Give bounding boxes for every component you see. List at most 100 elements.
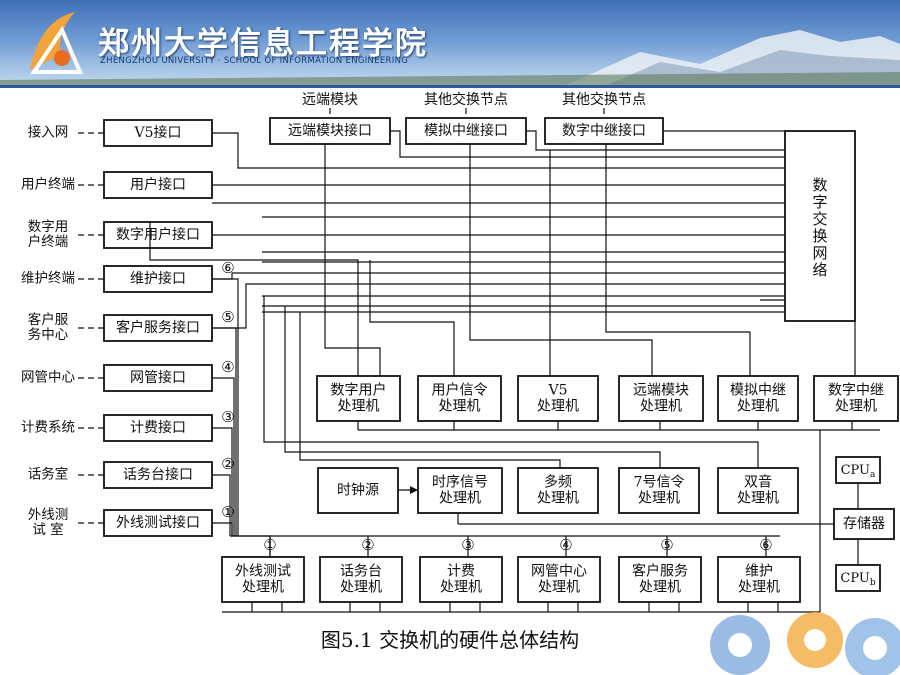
interface-marker: ② [221,455,234,473]
left-endpoint-label: 网管中心 [21,370,75,386]
header-title: 郑州大学信息工程学院 [98,26,428,62]
left-interface-box: 数字用户接口 [103,221,213,249]
interface-marker: ③ [221,408,234,426]
interface-to-processor-wire [212,278,239,536]
clock-source-box-border [317,467,399,514]
left-endpoint-label: 外线测 [28,507,69,523]
processor-row1-box-label: 用户信令 [432,382,488,399]
interface-marker: ⑥ [221,259,234,277]
processor-row1-box-label: 处理机 [537,399,579,415]
processor-row1-box-label: V5 [547,383,567,399]
interface-marker: ④ [221,358,234,376]
processor-row2-box-label: 7号信令 [634,475,685,491]
processor-row3-box-label: 外线测试 [235,564,291,580]
top-interface-box-label: 远端模块接口 [288,122,372,139]
maintenance-to-network-wire [212,272,785,280]
interface-to-processor-wire [212,377,235,536]
clock-source-box: 时钟源 [317,467,399,514]
left-endpoint-label: 话务室 [28,466,69,483]
processor-row1-box-label: 处理机 [439,399,481,415]
switch-network-char: 字 [812,193,827,211]
cpu-b-box: CPUb [835,564,881,592]
processor-row1-box-border [316,375,401,422]
left-interface-box-border [103,364,213,392]
processor-row1-box-label: 处理机 [640,399,682,415]
processor-row2-box-border [417,467,503,514]
processor-row3-box-label: 处理机 [440,580,482,596]
left-interface-box: 用户接口 [103,171,213,199]
processor-row3-box-label: 话务台 [340,564,382,580]
processor-row1-box-label: 数字中继 [828,383,884,399]
processor-row2-box-label: 处理机 [439,491,481,507]
figure-caption: 图5.1 交换机的硬件总体结构 [320,628,580,652]
top-interface-box: 模拟中继接口 [405,117,527,145]
processor-row1-box-label: 处理机 [737,399,779,415]
processor-row2-box-label: 处理机 [638,491,680,507]
processor-row1-box-label: 模拟中继 [730,383,786,399]
processor-row3-box-label: 处理机 [639,580,681,596]
remote-module-interface-wire [324,144,381,376]
gear-decoration-icon [710,612,900,675]
header-banner: 郑州大学信息工程学院 ZHENGZHOU UNIVERSITY · SCHOOL… [0,0,900,88]
cpu-a-box-border [835,456,881,484]
processor-row1-box-label: 处理机 [835,399,877,415]
processor-row2-box-border [717,467,799,514]
left-interface-box: V5接口 [103,119,213,147]
digital-trunk-proc-wire [605,144,751,376]
interface-marker: ⑤ [221,308,234,326]
switch-network-char: 交 [812,210,827,228]
left-interface-box-label: 维护接口 [130,270,186,287]
processor-row1-box-label: 远端模块 [633,383,689,399]
processor-row1-box-border [417,375,502,422]
processor-row3-box-border [419,556,503,603]
cpu-a-box-label: CPUa [841,463,876,480]
processor-row2-box-border [517,467,599,514]
switch-network-box-border [784,130,856,322]
processor-row1-box-label: 数字用户 [331,382,387,399]
processor-row2-box-label: 处理机 [737,491,779,507]
processor-row3-box-label: 维护 [745,564,773,580]
processor-row3-box-border [618,556,702,603]
left-interface-box-label: 客户服务接口 [116,319,200,336]
multifreq-proc-wire [299,312,561,468]
left-endpoint-label: 用户终端 [21,176,75,193]
signal7-proc-wire [284,306,661,468]
analog-trunk-proc-wire [469,144,653,376]
processor-row3-box-border [221,556,305,603]
left-interface-box-border [103,221,213,249]
cpu-a-box: CPUa [835,456,881,484]
processor-row2-box-label: 时序信号 [432,475,488,491]
left-interface-box-border [103,414,213,442]
left-interface-box: 维护接口 [103,265,213,293]
processor-row3-box-label: 处理机 [538,580,580,596]
left-interface-box-label: 话务台接口 [123,466,193,483]
interface-to-processor-wire [212,427,233,536]
processor-row1-box-border [618,375,704,422]
processor-row2-box-label: 处理机 [537,491,579,507]
processor-row2-box-border [618,467,700,514]
remote-to-network-wire [390,130,785,158]
left-interface-box-label: V5接口 [133,124,181,141]
processor-row1-box-border [813,375,899,422]
processor-row3-box-label: 处理机 [738,580,780,596]
top-interface-box: 数字中继接口 [544,117,664,145]
tone-proc-wire [263,296,759,468]
top-interface-box-label: 数字中继接口 [562,122,646,139]
memory-box-label: 存储器 [843,516,885,532]
left-interface-box-label: 计费接口 [130,419,186,436]
left-interface-box-border [103,314,213,342]
left-endpoint-label: 维护终端 [21,271,75,287]
left-interface-box: 外线测试接口 [103,509,213,537]
